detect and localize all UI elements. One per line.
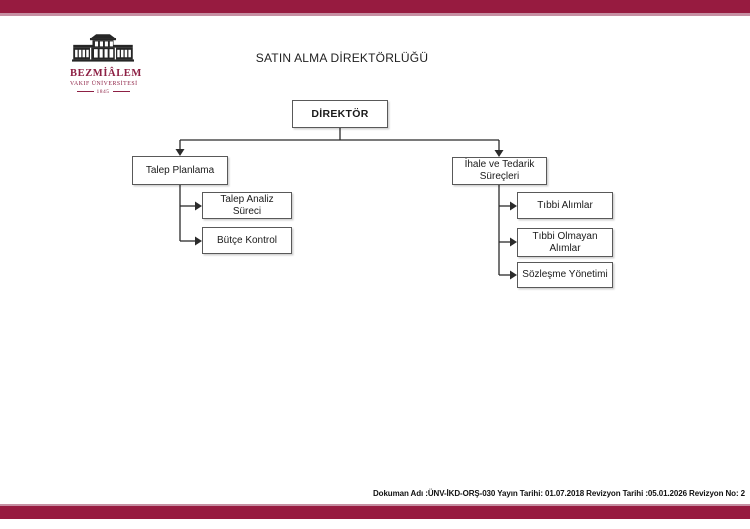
document-info-footer: Dokuman Adı :ÜNV-İKD-ORŞ-030 Yayın Tarih… (372, 489, 745, 498)
page-title: SATIN ALMA DİREKTÖRLÜĞÜ (255, 51, 429, 65)
logo-year-row: 1845 (70, 89, 136, 95)
university-logo: BEZMİÂLEM VAKIF ÜNİVERSİTESİ 1845 (70, 33, 142, 95)
university-building-icon (70, 33, 136, 66)
org-box-direktor: DİREKTÖR (292, 100, 388, 128)
logo-rule-left (76, 91, 94, 92)
letterhead-bottom-bar (0, 506, 750, 519)
logo-university-subtitle: VAKIF ÜNİVERSİTESİ (70, 80, 138, 87)
org-chart-connectors (175, 128, 517, 280)
org-box-butce-kontrol: Bütçe Kontrol (202, 227, 292, 254)
letterhead-top-accent-line (0, 13, 750, 16)
org-box-ihale-tedarik: İhale ve Tedarik Süreçleri (452, 157, 547, 185)
logo-rule-right (112, 91, 130, 92)
org-box-talep-planlama: Talep Planlama (132, 156, 228, 185)
letterhead-bottom-accent-line (0, 503, 750, 506)
org-box-tibbi-alimlar: Tıbbi Alımlar (517, 192, 613, 219)
org-box-sozlesme-yonetimi: Sözleşme Yönetimi (517, 262, 613, 288)
org-box-tibbi-olmayan-alimlar: Tıbbi Olmayan Alımlar (517, 228, 613, 257)
org-box-talep-analiz-sureci: Talep Analiz Süreci (202, 192, 292, 219)
logo-university-name: BEZMİÂLEM (70, 68, 142, 79)
letterhead-top-bar (0, 0, 750, 13)
logo-founding-year: 1845 (96, 88, 110, 95)
